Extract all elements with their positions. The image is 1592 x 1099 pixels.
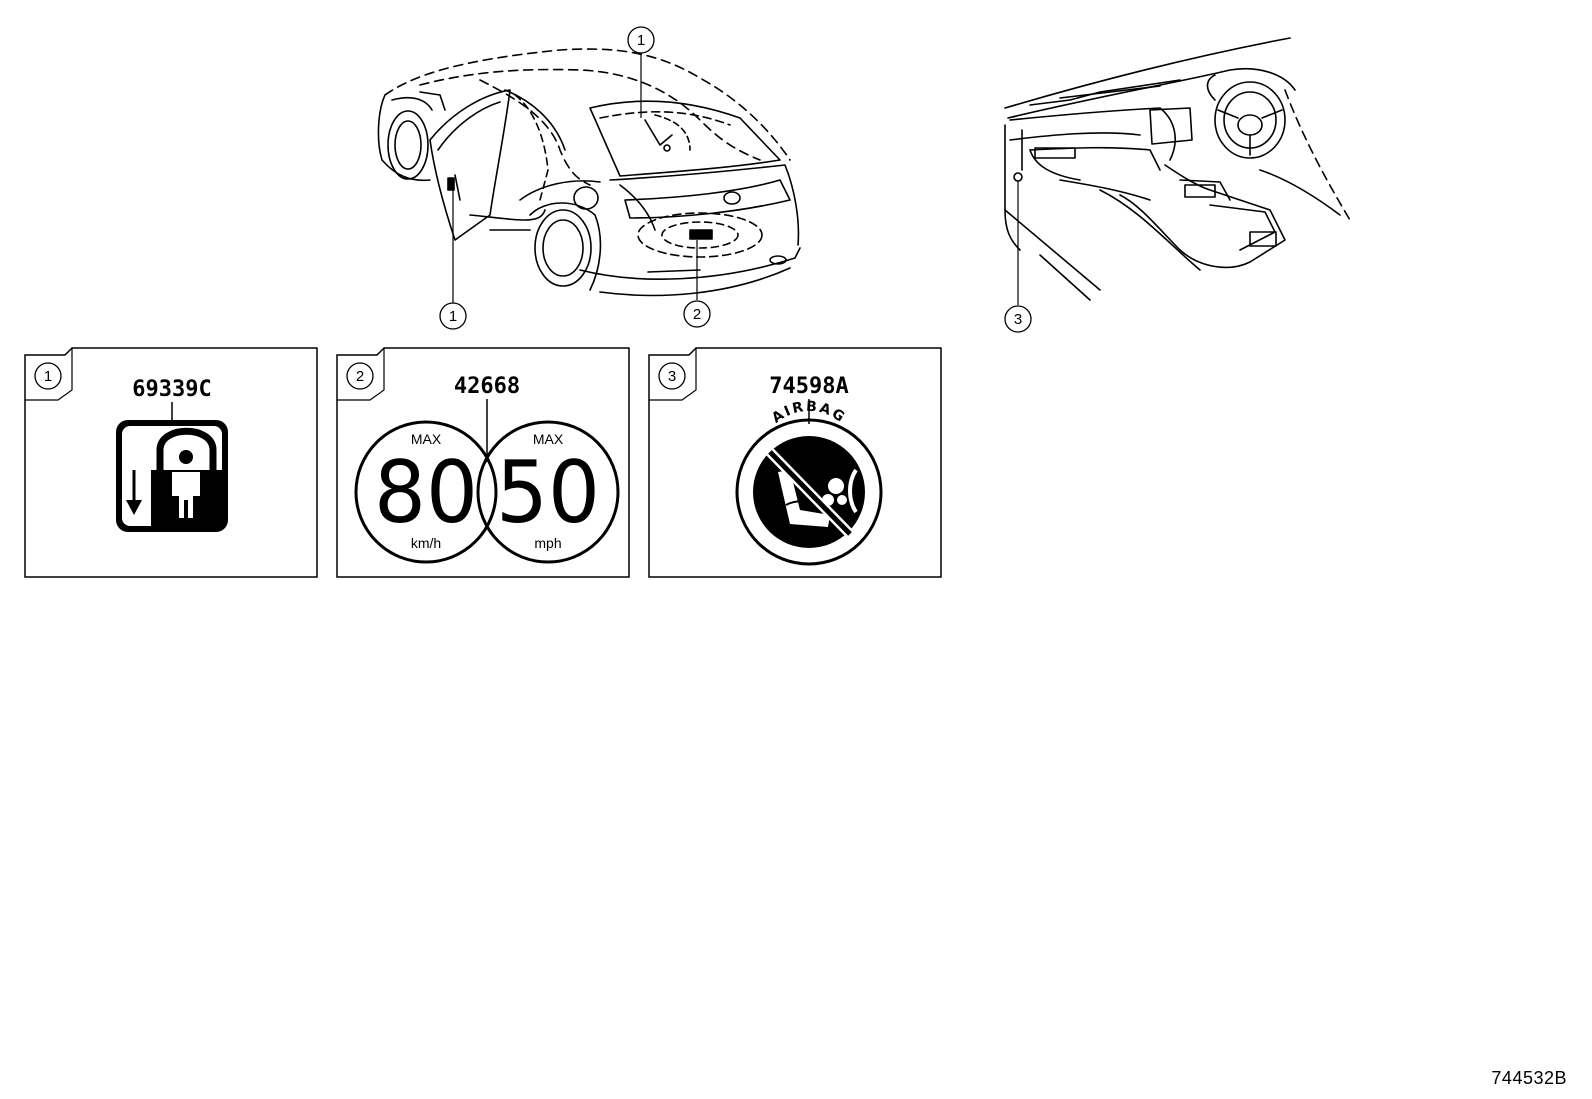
mph-max-label: MAX bbox=[533, 431, 564, 447]
figure-id: 744532B bbox=[1491, 1068, 1567, 1088]
svg-text:1: 1 bbox=[449, 308, 457, 325]
kmh-max-label: MAX bbox=[411, 431, 442, 447]
speed-limit-kmh-sign: MAX 80 km/h bbox=[354, 420, 498, 564]
svg-text:3: 3 bbox=[668, 368, 676, 385]
svg-text:2: 2 bbox=[693, 306, 701, 323]
kmh-value: 80 bbox=[374, 443, 478, 543]
callout-1-top: 1 bbox=[627, 26, 655, 54]
mph-value: 50 bbox=[496, 443, 600, 543]
car-exterior-drawing bbox=[377, 48, 801, 297]
svg-text:1: 1 bbox=[44, 368, 52, 385]
callout-3: 3 bbox=[1004, 305, 1032, 333]
svg-text:3: 3 bbox=[1014, 311, 1022, 328]
svg-text:2: 2 bbox=[356, 368, 364, 385]
panel-2-part-code: 42668 bbox=[454, 374, 520, 399]
label-panel-3: 3 74598A AIRBAG bbox=[648, 347, 942, 578]
dashboard-interior-drawing bbox=[1004, 37, 1351, 301]
label-panel-1: 1 69339C bbox=[24, 347, 318, 578]
callout-2: 2 bbox=[683, 300, 711, 328]
mph-unit: mph bbox=[534, 535, 561, 551]
exterior-callouts bbox=[452, 54, 698, 303]
speed-limit-mph-sign: MAX 50 mph bbox=[476, 420, 620, 564]
label-panel-2: 2 42668 MAX 80 km/h MAX 50 mph bbox=[336, 347, 630, 578]
panel-3-number-badge: 3 bbox=[658, 362, 686, 390]
kmh-unit: km/h bbox=[411, 535, 441, 551]
panel-3-part-code: 74598A bbox=[769, 374, 848, 399]
panel-2-number-badge: 2 bbox=[346, 362, 374, 390]
child-lock-icon bbox=[116, 420, 228, 532]
panel-1-number-badge: 1 bbox=[34, 362, 62, 390]
svg-text:1: 1 bbox=[637, 32, 645, 49]
panel-1-part-code: 69339C bbox=[132, 377, 211, 402]
callout-1-bottom: 1 bbox=[439, 302, 467, 330]
